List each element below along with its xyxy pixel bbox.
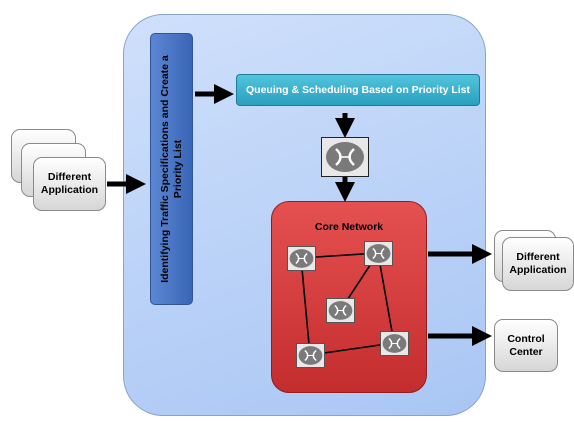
control-center-label: Control Center [507,332,545,358]
identify-traffic-box: Identifying Traffic Specifications and C… [150,33,193,305]
core-network-title: Core Network [314,221,384,233]
router-icon [364,241,393,266]
router-icon [296,343,325,368]
control-center-box: Control Center [494,319,558,372]
right-app-label: Different Application [509,251,567,276]
router-icon [326,298,355,323]
router-icon [321,137,369,177]
left-app-label: Different Application [40,171,99,196]
router-icon [380,331,409,356]
queue-scheduling-label: Queuing & Scheduling Based on Priority L… [245,84,471,96]
left-app-box: Different Application [33,157,106,211]
router-icon [287,246,316,271]
queue-scheduling-box: Queuing & Scheduling Based on Priority L… [236,74,480,106]
